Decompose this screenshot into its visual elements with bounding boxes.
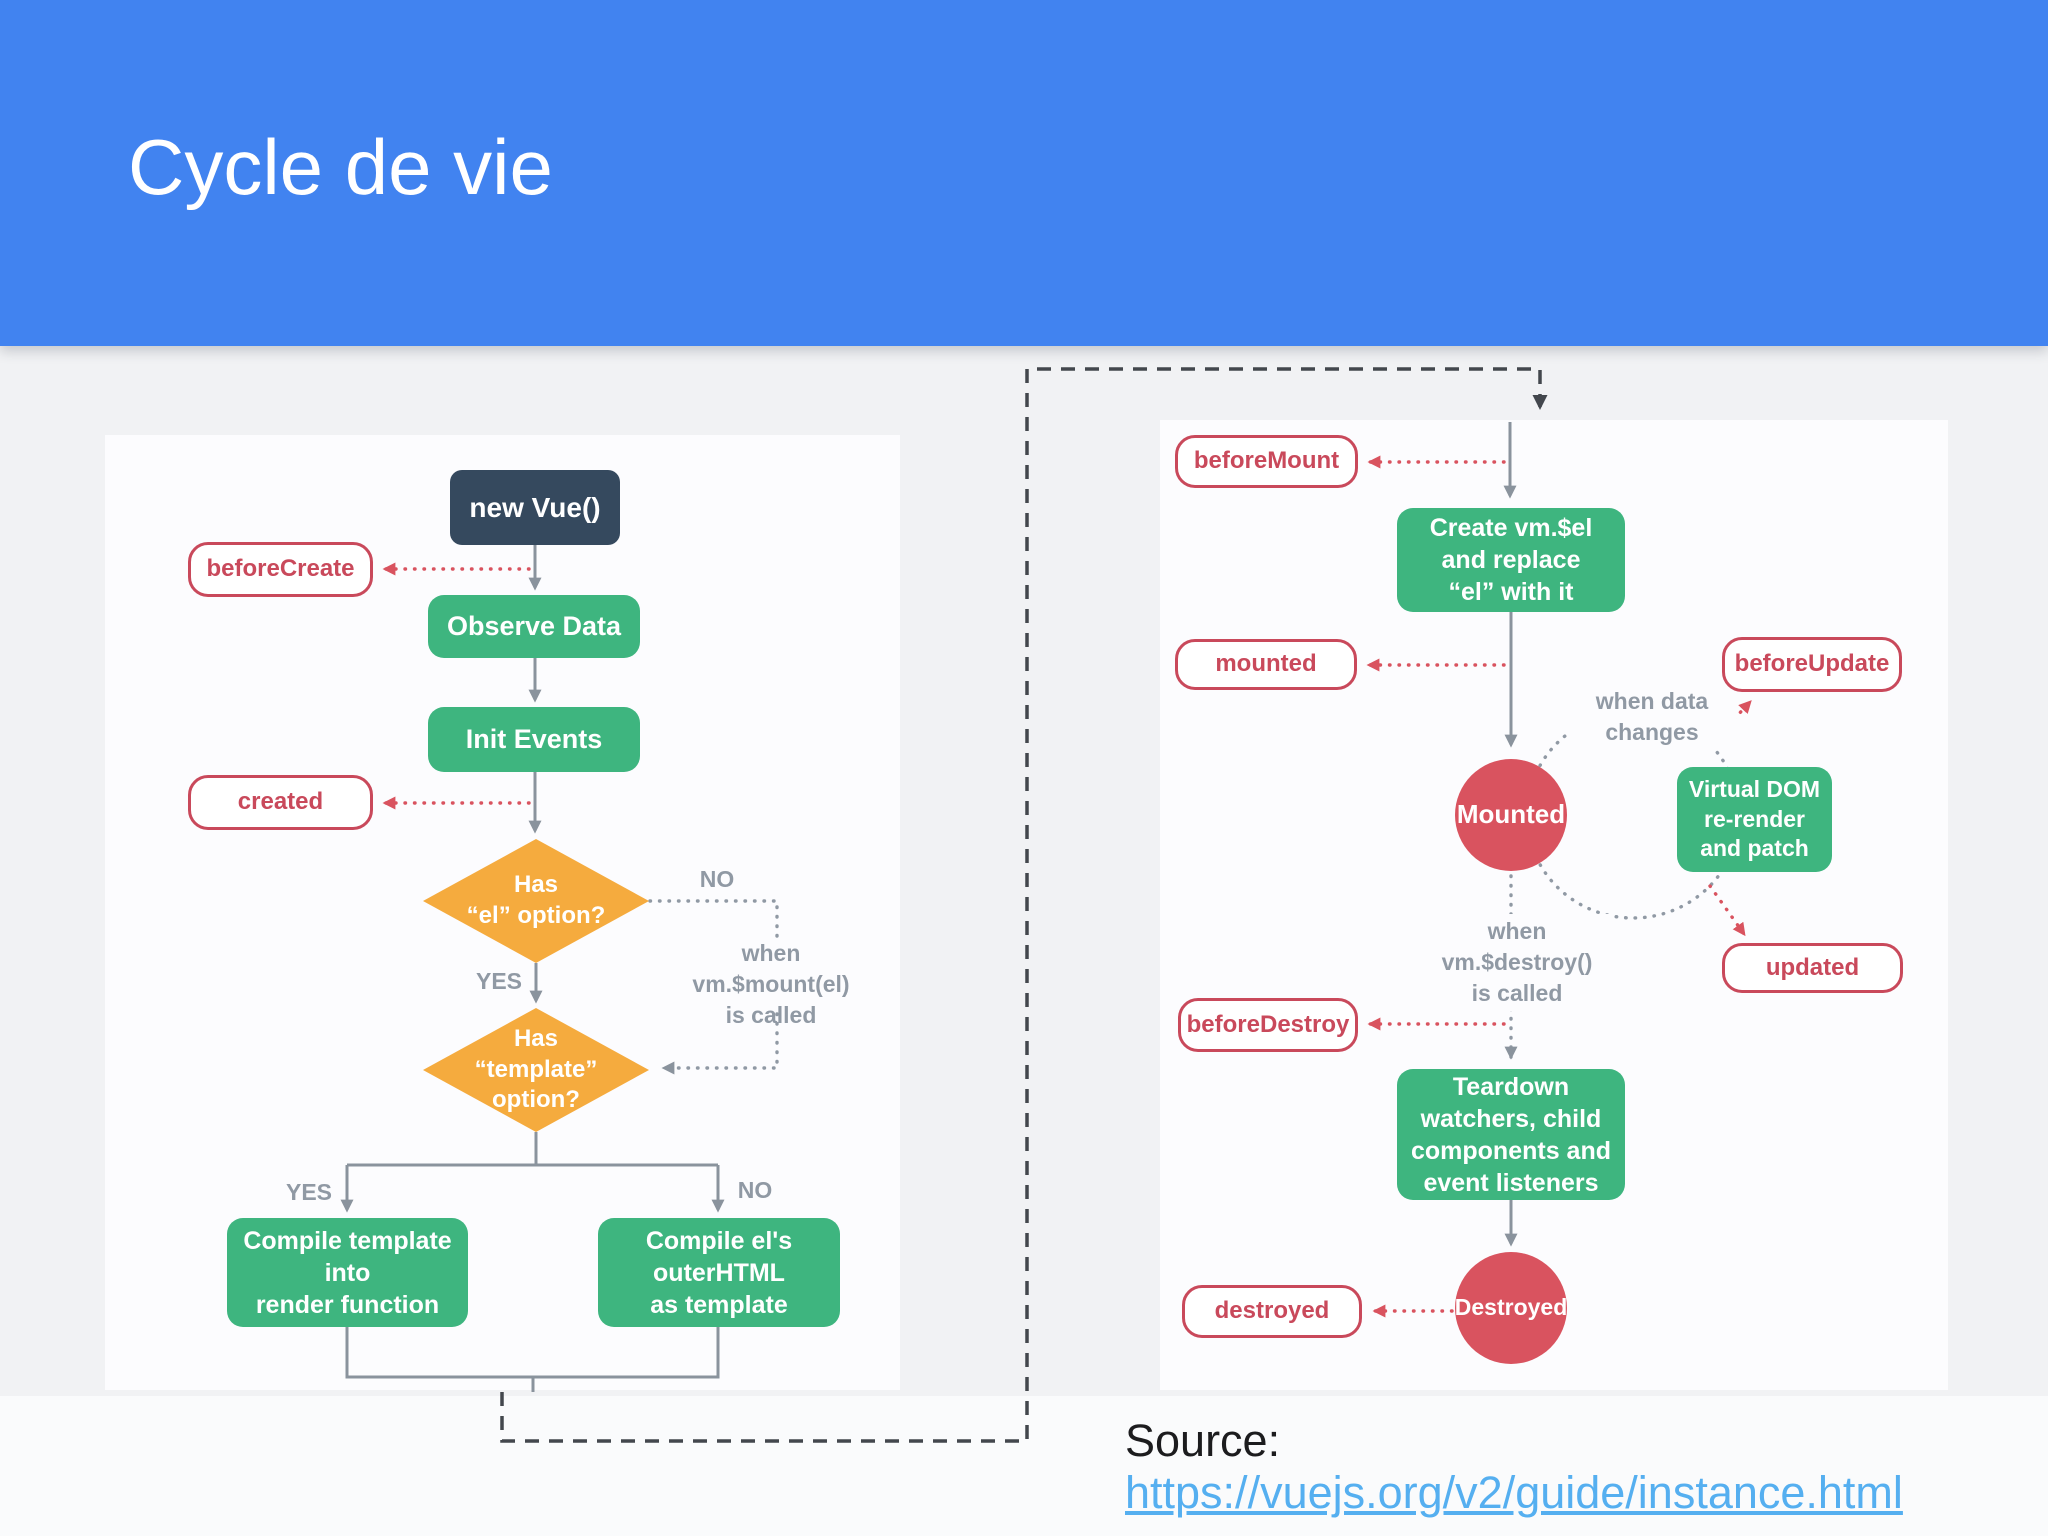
hook-before-mount: beforeMount <box>1175 435 1358 488</box>
node-compile-el: Compile el's outerHTML as template <box>598 1218 840 1327</box>
state-destroyed: Destroyed <box>1455 1252 1567 1364</box>
diamond-template-label: Has “template” option? <box>474 1024 598 1114</box>
bridge-dashed-path <box>500 367 1548 1443</box>
node-init-events: Init Events <box>428 707 640 772</box>
node-observe-data: Observe Data <box>428 595 640 658</box>
source-link[interactable]: https://vuejs.org/v2/guide/instance.html <box>1125 1467 1903 1518</box>
node-virtual-dom: Virtual DOM re-render and patch <box>1677 767 1832 872</box>
label-yes-el: YES <box>475 968 523 994</box>
hook-destroyed: destroyed <box>1182 1285 1362 1338</box>
hook-before-create: beforeCreate <box>188 542 373 597</box>
hook-mounted: mounted <box>1175 639 1357 690</box>
source-label: Source: <box>1125 1415 1281 1466</box>
label-no-el: NO <box>699 866 735 892</box>
label-when-destroy: when vm.$destroy() is called <box>1421 914 1613 1012</box>
node-create-el: Create vm.$el and replace “el” with it <box>1397 508 1625 612</box>
slide-header: Cycle de vie <box>0 0 2048 346</box>
label-when-mount: when vm.$mount(el) is called <box>692 940 850 1029</box>
page-title: Cycle de vie <box>128 123 553 211</box>
state-mounted: Mounted <box>1455 759 1567 871</box>
bottom-band <box>0 1396 2048 1536</box>
hook-before-update: beforeUpdate <box>1722 637 1902 692</box>
diamond-template-shape <box>423 1008 649 1132</box>
hook-before-destroy: beforeDestroy <box>1178 998 1358 1052</box>
solid-flow-lines <box>340 422 1518 1392</box>
diamond-el-shape <box>423 839 649 963</box>
diamond-el-label: Has “el” option? <box>466 871 606 929</box>
label-yes-template: YES <box>285 1179 333 1205</box>
label-when-data-changes: when data changes <box>1568 684 1736 751</box>
label-no-template: NO <box>737 1177 773 1203</box>
source-line: Source: https://vuejs.org/v2/guide/insta… <box>1125 1415 2048 1519</box>
hook-created: created <box>188 775 373 830</box>
node-new-vue: new Vue() <box>450 470 620 545</box>
node-compile-template: Compile template into render function <box>227 1218 468 1327</box>
hook-updated: updated <box>1722 943 1903 993</box>
node-teardown: Teardown watchers, child components and … <box>1397 1069 1625 1200</box>
